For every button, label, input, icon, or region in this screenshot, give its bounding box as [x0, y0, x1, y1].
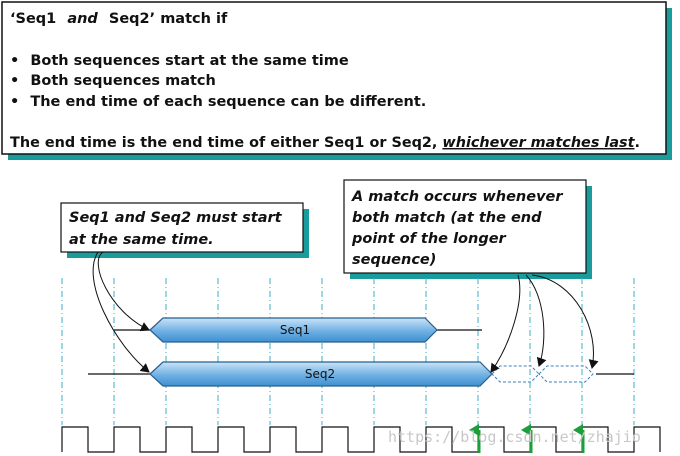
match-indicators: [469, 424, 585, 453]
seq2-dashed-extension-1: [491, 365, 540, 383]
callout-start: Seq1 and Seq2 must start at the same tim…: [60, 202, 309, 258]
callout-match-line-3: point of the longer: [351, 231, 507, 247]
start-arrow-to-seq2: [92, 251, 150, 373]
callout-match-line-1: A match occurs whenever: [351, 189, 563, 205]
callout-match-line-2: both match (at the end: [352, 210, 542, 226]
watermark: https://blog.csdn.net/zhajio: [388, 428, 641, 446]
start-arrows: [92, 251, 150, 373]
clock-gridlines: [61, 278, 635, 425]
header-title: ‘Seq1 and Seq2’ match if: [10, 11, 228, 27]
header-bullet-3: • The end time of each sequence can be d…: [10, 94, 426, 110]
match-arrow-1: [490, 274, 521, 373]
callout-start-line-2: at the same time.: [69, 232, 214, 248]
match-arrow-2: [525, 274, 547, 367]
start-arrow-to-seq1: [97, 251, 150, 332]
callout-start-line-1: Seq1 and Seq2 must start: [69, 210, 283, 226]
callout-start-frame: [60, 202, 304, 253]
callout-match-line-4: sequence): [352, 252, 436, 268]
header-box: ‘Seq1 and Seq2’ match if • Both sequence…: [1, 1, 672, 160]
seq2-label: Seq2: [305, 367, 335, 381]
seq1-label: Seq1: [280, 323, 310, 337]
seq1-shape: [149, 317, 438, 343]
seq1: Seq1: [114, 317, 482, 343]
match-arrow-3: [531, 274, 599, 369]
header-bullet-2: • Both sequences match: [10, 73, 216, 89]
header-box-frame: [1, 1, 667, 155]
clock-waveform: [61, 426, 661, 453]
header-bullet-1: • Both sequences start at the same time: [10, 53, 349, 69]
callout-match: A match occurs whenever both match (at t…: [343, 179, 592, 279]
match-arrows: [490, 274, 599, 373]
callout-match-frame: [343, 179, 587, 274]
seq2-dashed-extension-2: [538, 365, 594, 383]
header-conclusion: The end time is the end time of either S…: [10, 135, 640, 151]
seq2: Seq2: [88, 361, 634, 387]
